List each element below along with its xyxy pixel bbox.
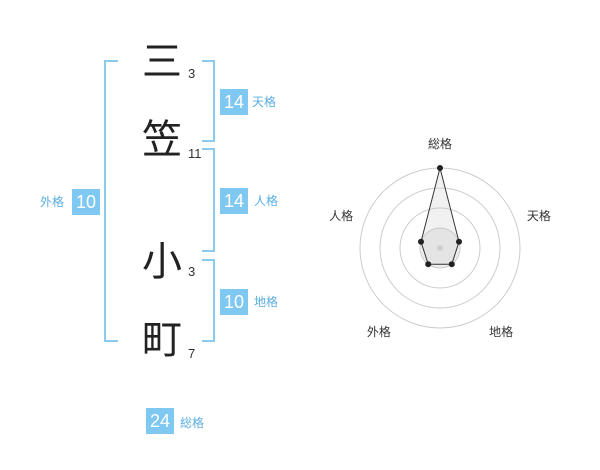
radar-point-4 bbox=[425, 261, 432, 268]
radar-center bbox=[437, 245, 443, 251]
radar-axis-label-5: 人格 bbox=[329, 208, 353, 223]
radar-series-polygon bbox=[420, 167, 460, 265]
jinkaku-value: 14 bbox=[220, 188, 248, 214]
name-char-1: 三 bbox=[142, 39, 182, 85]
radar-axis-label-3: 地格 bbox=[489, 324, 513, 339]
jinkaku-bracket bbox=[202, 148, 215, 252]
soukaku-value: 24 bbox=[146, 408, 174, 434]
name-char-3: 小 bbox=[142, 239, 182, 285]
jinkaku-label: 人格 bbox=[254, 194, 279, 208]
radar-axis-label-2: 天格 bbox=[527, 208, 551, 223]
gaikaku-label: 外格 bbox=[40, 195, 65, 209]
name-char-4: 町 bbox=[142, 317, 182, 363]
radar-point-5 bbox=[418, 238, 424, 245]
chikaku-label: 地格 bbox=[254, 295, 279, 309]
radar-point-2 bbox=[456, 238, 462, 245]
radar-point-1 bbox=[437, 165, 443, 171]
stroke-count-2: 11 bbox=[188, 146, 202, 161]
stroke-count-4: 7 bbox=[188, 346, 196, 361]
chikaku-bracket bbox=[202, 259, 215, 342]
soukaku-label: 総格 bbox=[180, 416, 205, 430]
stroke-count-1: 3 bbox=[188, 66, 196, 81]
radar-point-3 bbox=[448, 261, 455, 268]
stroke-count-3: 3 bbox=[188, 264, 196, 279]
gaikaku-bracket bbox=[104, 60, 118, 342]
name-char-2: 笠 bbox=[142, 117, 182, 163]
radar-axis-label-1: 総格 bbox=[428, 136, 452, 151]
gaikaku-value: 10 bbox=[72, 189, 100, 215]
tenkaku-bracket bbox=[202, 60, 215, 142]
tenkaku-label: 天格 bbox=[252, 95, 277, 109]
radar-axis-label-4: 外格 bbox=[367, 324, 391, 339]
chikaku-value: 10 bbox=[220, 289, 248, 315]
tenkaku-value: 14 bbox=[220, 89, 248, 115]
